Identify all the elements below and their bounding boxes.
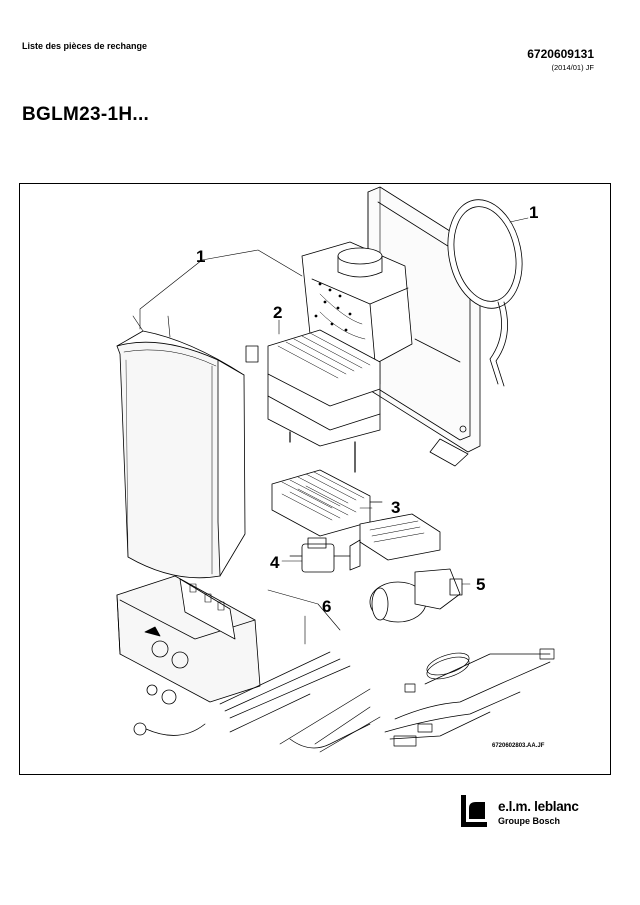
control-box-part: [116, 575, 261, 736]
leader-lines: [139, 217, 529, 645]
expansion-vessel-part: [447, 199, 523, 387]
wiring-harness-part: [384, 648, 555, 747]
heat-exchanger-part: [245, 329, 381, 473]
exploded-view-diagram: 1 1 2 3 4 5 6 6720602803.AA.JF: [116, 186, 555, 753]
brand-group: Groupe Bosch: [498, 816, 561, 826]
exploded-view-frame: 1 1 2 3 4 5 6 6720602803.AA.JF: [19, 183, 611, 775]
callout-5: 5: [476, 575, 485, 594]
hydraulic-block-part: [349, 513, 463, 623]
drawing-reference: 6720602803.AA.JF: [492, 743, 545, 749]
callout-4: 4: [270, 553, 280, 572]
gas-valve-part: [289, 537, 351, 573]
brand-logo: e.l.m. leblanc Groupe Bosch: [461, 795, 606, 835]
sensors-cables-part: [219, 651, 381, 753]
combustion-chamber-part: [301, 241, 413, 365]
brand-name: e.l.m. leblanc: [498, 799, 579, 814]
model-title: BGLM23-1H...: [22, 104, 150, 125]
callout-1-expansion-vessel: 1: [529, 203, 538, 222]
callout-6: 6: [322, 597, 331, 616]
casing-part: [116, 315, 246, 579]
elm-leblanc-logo-icon: [461, 795, 487, 827]
document-number: 6720609131: [527, 47, 594, 61]
document-label: Liste des pièces de rechange: [22, 41, 148, 51]
callout-2: 2: [273, 303, 282, 322]
document-date: (2014/01) JF: [551, 63, 594, 72]
callout-1-casing: 1: [196, 247, 205, 266]
callout-3: 3: [391, 498, 400, 517]
